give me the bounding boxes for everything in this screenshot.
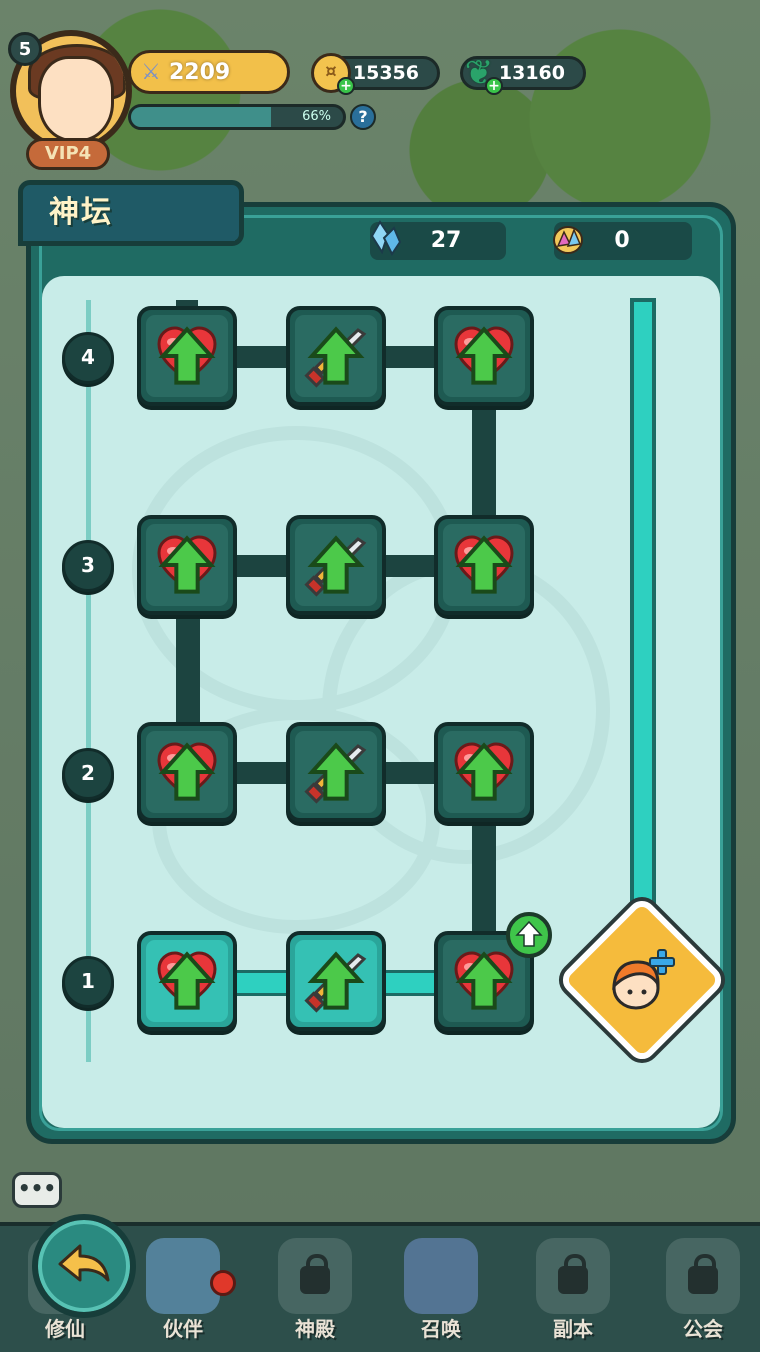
partner-icon: [146, 1238, 220, 1314]
small-upgrade-arrow-icon: [455, 951, 513, 1010]
row-level-badge: 4: [62, 332, 114, 384]
altar-node-heart[interactable]: [434, 931, 534, 1031]
upgrade-arrow-icon[interactable]: [506, 912, 552, 958]
gem-counter: 0: [553, 222, 692, 260]
nav-label: 副本: [553, 1317, 593, 1341]
add-coins-icon[interactable]: +: [337, 77, 355, 95]
panel-title-tab: 神坛: [18, 180, 244, 246]
altar-node-sword[interactable]: [286, 306, 386, 406]
path-stub: [176, 300, 198, 308]
player-level-badge: 5: [8, 32, 42, 66]
nav-label: 公会: [683, 1317, 723, 1341]
path-connector: [232, 555, 290, 577]
jade-counter[interactable]: ❦ + 13160: [460, 53, 586, 95]
altar-node-heart[interactable]: [137, 931, 237, 1031]
path-connector: [472, 400, 496, 520]
experience-bar: 66%: [128, 104, 346, 130]
altar-node-heart[interactable]: [137, 306, 237, 406]
sword-power-icon: ⚔: [141, 60, 161, 85]
nav-label: 召唤: [421, 1317, 461, 1341]
path-connector-active: [380, 970, 438, 996]
row-level-badge: 2: [62, 748, 114, 800]
small-upgrade-arrow-icon: [158, 742, 216, 801]
avatar-face: [38, 56, 114, 142]
altar-node-heart[interactable]: [434, 722, 534, 822]
panel-inner-border: [39, 215, 723, 1131]
summon-icon: [404, 1238, 478, 1314]
altar-node-sword[interactable]: [286, 931, 386, 1031]
jade-value: 13160: [498, 62, 565, 84]
path-connector: [472, 816, 496, 936]
nav-label: 伙伴: [163, 1317, 203, 1341]
small-upgrade-arrow-icon: [307, 326, 365, 385]
crystal-value: 27: [430, 228, 462, 253]
coin-counter[interactable]: ¤ + 15356: [311, 53, 440, 95]
altar-node-heart[interactable]: [434, 515, 534, 615]
combat-power-bar: ⚔ 2209: [128, 50, 290, 94]
lock-icon: [688, 1254, 718, 1294]
experience-fill: [131, 107, 271, 127]
panel-title: 神坛: [49, 195, 113, 230]
nav-temple[interactable]: 神殿: [260, 1232, 370, 1348]
level-rail: [86, 300, 91, 1062]
hero-add-icon: [612, 949, 675, 1010]
crystal-icon: [370, 220, 402, 256]
small-upgrade-arrow-icon: [455, 326, 513, 385]
notification-dot: [210, 1270, 236, 1296]
gem-value: 0: [614, 228, 630, 253]
small-upgrade-arrow-icon: [158, 326, 216, 385]
experience-percent: 66%: [302, 109, 331, 124]
coin-value: 15356: [352, 62, 419, 84]
lock-icon: [558, 1254, 588, 1294]
path-connector: [380, 346, 438, 368]
nav-guild[interactable]: 公会: [648, 1232, 758, 1348]
add-jade-icon[interactable]: +: [485, 77, 503, 95]
altar-node-heart[interactable]: [137, 515, 237, 615]
back-button[interactable]: [32, 1214, 136, 1318]
nav-summon[interactable]: 召唤: [386, 1232, 496, 1348]
path-connector: [380, 555, 438, 577]
small-upgrade-arrow-icon: [455, 742, 513, 801]
help-icon[interactable]: ?: [350, 104, 376, 130]
small-upgrade-arrow-icon: [307, 951, 365, 1010]
path-connector: [232, 346, 290, 368]
back-arrow-icon: [58, 1244, 110, 1282]
path-connector-active: [232, 970, 290, 996]
small-upgrade-arrow-icon: [158, 951, 216, 1010]
nav-label: 神殿: [295, 1317, 335, 1341]
altar-node-sword[interactable]: [286, 515, 386, 615]
small-upgrade-arrow-icon: [307, 535, 365, 594]
small-upgrade-arrow-icon: [158, 535, 216, 594]
small-upgrade-arrow-icon: [307, 742, 365, 801]
row-level-badge: 3: [62, 540, 114, 592]
path-connector: [380, 762, 438, 784]
altar-node-sword[interactable]: [286, 722, 386, 822]
player-avatar[interactable]: [10, 30, 132, 152]
progress-column: [630, 298, 656, 918]
nav-dungeon[interactable]: 副本: [518, 1232, 628, 1348]
combat-power-value: 2209: [169, 60, 231, 85]
gem-icon: [553, 226, 583, 254]
altar-node-heart[interactable]: [434, 306, 534, 406]
nav-partners[interactable]: 伙伴: [128, 1232, 238, 1348]
crystal-counter: 27: [370, 220, 506, 260]
path-connector: [232, 762, 290, 784]
small-upgrade-arrow-icon: [455, 535, 513, 594]
nav-label: 修仙: [45, 1317, 85, 1341]
row-level-badge: 1: [62, 956, 114, 1008]
vip-badge[interactable]: VIP4: [26, 138, 110, 170]
chat-button[interactable]: •••: [12, 1172, 62, 1208]
lock-icon: [300, 1254, 330, 1294]
path-connector: [176, 608, 200, 728]
altar-node-heart[interactable]: [137, 722, 237, 822]
